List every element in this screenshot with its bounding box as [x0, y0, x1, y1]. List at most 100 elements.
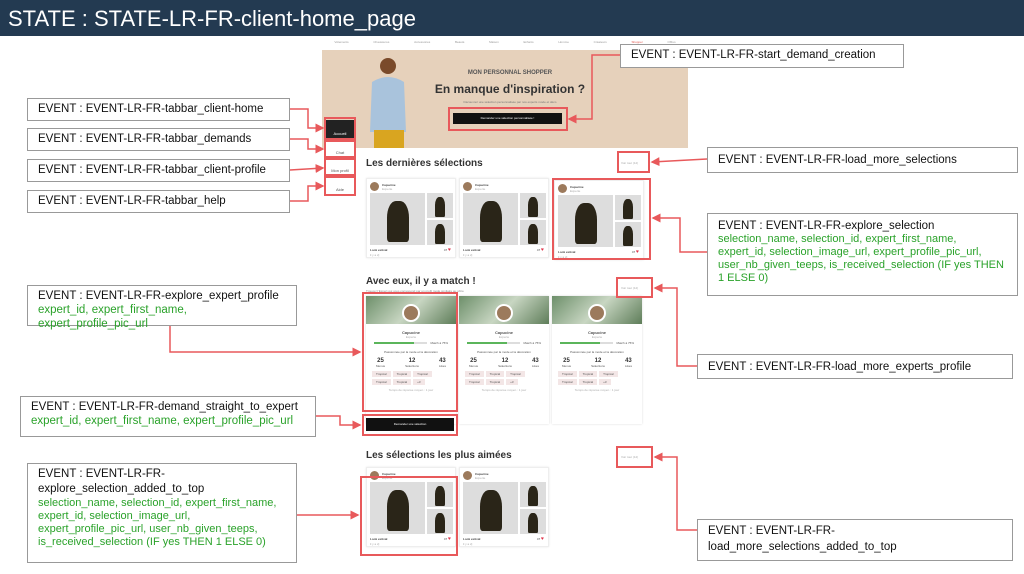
expert-name: Capucine	[475, 472, 489, 476]
nav-item[interactable]: Créateurs	[593, 40, 607, 44]
match-subtitle: Trouvez l'Expert qui vous correspond par…	[366, 289, 464, 293]
like-count: 47	[443, 248, 448, 252]
nav-item[interactable]: Vêtements	[334, 40, 349, 44]
tag: Tropical	[578, 371, 598, 377]
nav-item[interactable]: Shopper	[631, 40, 643, 44]
tab-profile[interactable]: Mon profil	[326, 160, 354, 174]
match-bar	[374, 342, 428, 344]
callout-explore-added: EVENT : EVENT-LR-FR-explore_selection_ad…	[27, 463, 297, 563]
look-title: Look estival	[558, 250, 576, 254]
highlight-cta	[448, 107, 568, 131]
like-count: 47	[631, 250, 636, 254]
nav-item[interactable]: Homme	[558, 40, 569, 44]
expert-name: Capucine	[382, 183, 396, 187]
event-name: EVENT : EVENT-LR-FR-tabbar_client-home	[38, 103, 264, 115]
liked-selections-heading: Les sélections les plus aimées	[366, 450, 512, 461]
nav-item[interactable]: Accessoires	[414, 40, 431, 44]
highlight-expert-card	[362, 292, 458, 412]
tag: Tropical	[372, 379, 391, 385]
highlight-load-more-selections	[617, 151, 650, 173]
heart-icon[interactable]: ♥	[541, 247, 544, 253]
selection-main-photo	[370, 482, 425, 534]
match-heading: Avec eux, il y a match !	[366, 276, 476, 287]
event-name: EVENT : EVENT-LR-FR-tabbar_demands	[38, 133, 252, 145]
callout-tab-help: EVENT : EVENT-LR-FR-tabbar_help	[27, 190, 290, 213]
tab-home[interactable]: Accueil	[326, 120, 354, 138]
load-more-added-link[interactable]: Voir tout (12)	[621, 455, 639, 459]
expert-card[interactable]: Capucine Experte Match à 75% Passionnée …	[459, 296, 549, 424]
nav-item[interactable]: Enfants	[523, 40, 534, 44]
heart-icon[interactable]: ♥	[636, 249, 639, 255]
tag: Tropical	[485, 379, 505, 385]
nav-item[interactable]: Beauté	[454, 40, 465, 44]
expert-name: Capucine	[382, 472, 396, 476]
connector	[290, 108, 325, 133]
selection-thumb-photo	[427, 220, 453, 245]
like-count: 47	[536, 537, 541, 541]
tag: Tropical	[392, 379, 412, 385]
tab-help[interactable]: Aide	[326, 178, 354, 194]
event-params: selection_name, selection_id, expert_fir…	[718, 233, 1004, 284]
expert-avatar	[370, 182, 379, 191]
expert-role: Experte	[475, 187, 486, 191]
slide-title: STATE : STATE-LR-FR-client-home_page	[0, 0, 1024, 36]
match-text: Match à 75%	[616, 341, 634, 345]
callout-load-more-added: EVENT : EVENT-LR-FR-load_more_selections…	[697, 519, 1013, 561]
tab-chat[interactable]: Chat	[326, 142, 354, 156]
highlight-tab-help	[324, 176, 356, 196]
latest-selections-heading: Les dernières sélections	[366, 158, 483, 169]
heart-icon[interactable]: ♥	[448, 536, 451, 542]
connector	[290, 138, 325, 154]
stat-value: 43	[439, 358, 446, 364]
tag: Tropical	[392, 371, 412, 377]
expert-card[interactable]: Capucine Experte Match à 75% Passionnée …	[552, 296, 642, 424]
expert-avatar	[588, 304, 606, 322]
stat-value: 43	[625, 358, 632, 364]
selection-card[interactable]: Capucine Experte Look estival il y a 2j …	[366, 467, 456, 547]
stat-value: 25	[470, 358, 477, 364]
selection-thumb-photo	[427, 482, 453, 507]
match-text: Match à 75%	[430, 341, 448, 345]
stat-value: 25	[563, 358, 570, 364]
tag: Tropical	[558, 371, 577, 377]
callout-load-more-experts: EVENT : EVENT-LR-FR-load_more_experts_pr…	[697, 354, 1013, 379]
selection-card[interactable]: Capucine Experte Look estival il y a 2j …	[459, 467, 549, 547]
stat-label: Menus	[376, 364, 386, 368]
expert-name: Capucine	[587, 330, 606, 335]
selection-thumb-photo	[520, 509, 546, 534]
event-name: EVENT : EVENT-LR-FR-demand_straight_to_e…	[31, 401, 298, 413]
demand-expert-button[interactable]: Demander une sélection	[366, 418, 454, 431]
stat-label: Likes	[438, 364, 446, 368]
tag: Tropical	[413, 371, 432, 377]
heart-icon[interactable]: ♥	[448, 247, 451, 253]
nav-item[interactable]: Offres	[667, 40, 676, 44]
look-title: Look estival	[463, 537, 481, 541]
expert-name: Capucine	[570, 185, 584, 189]
nav-item[interactable]: Maison	[489, 40, 499, 44]
nav-item[interactable]: Chaussures	[373, 40, 390, 44]
load-more-selections-link[interactable]: Voir tout (12)	[621, 161, 639, 165]
tag: Tropical	[372, 371, 391, 377]
look-title: Look estival	[463, 248, 481, 252]
selection-card[interactable]: Capucine Experte Look estival il y a 2j …	[554, 180, 644, 260]
expert-card[interactable]: Capucine Experte Match à 75% Passionnée …	[366, 296, 456, 424]
event-name: EVENT : EVENT-LR-FR-tabbar_client-profil…	[38, 164, 266, 176]
match-text: Match à 75%	[523, 341, 541, 345]
selection-main-photo	[463, 482, 518, 534]
event-name: EVENT : EVENT-LR-FR-start_demand_creatio…	[631, 49, 876, 61]
stat-value: 12	[408, 358, 416, 364]
selection-card[interactable]: Capucine Experte Look estival il y a 2j …	[366, 178, 456, 258]
connector	[653, 452, 697, 531]
expert-name: Capucine	[475, 183, 489, 187]
event-name: EVENT : EVENT-LR-FR-load_more_experts_pr…	[708, 361, 972, 373]
callout-tab-demands: EVENT : EVENT-LR-FR-tabbar_demands	[27, 128, 290, 151]
heart-icon[interactable]: ♥	[541, 536, 544, 542]
selection-card[interactable]: Capucine Experte Look estival il y a 2j …	[459, 178, 549, 258]
load-more-experts-link[interactable]: Voir tout (12)	[621, 286, 639, 290]
start-demand-button[interactable]: Demander une sélection personnalisée !	[453, 113, 562, 124]
tag: Tropical	[465, 371, 484, 377]
